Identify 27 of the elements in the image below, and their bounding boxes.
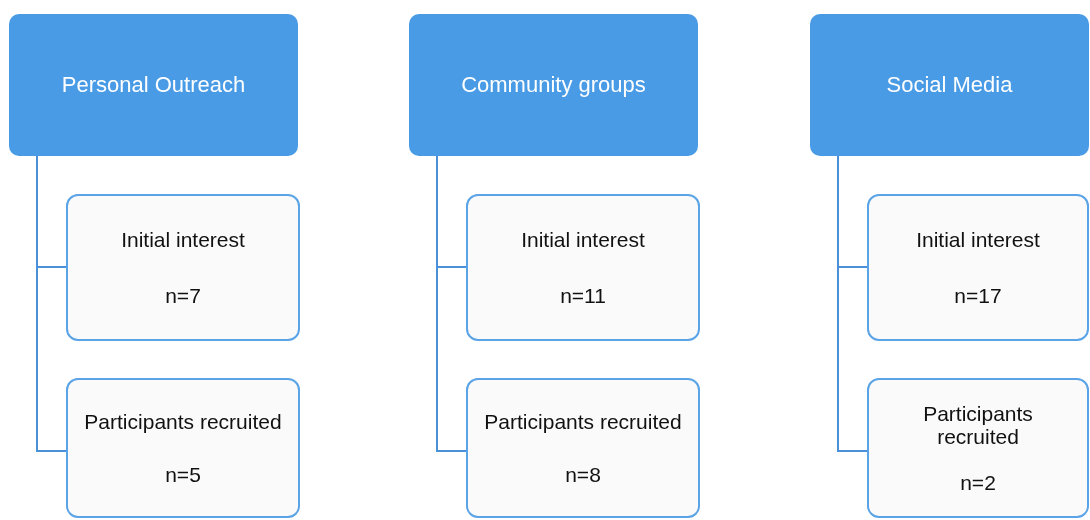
- category-title: Community groups: [461, 72, 646, 98]
- count-box: [66, 194, 300, 341]
- count-box: [66, 378, 300, 518]
- count-label: n=17: [954, 283, 1002, 307]
- connector-line: [837, 155, 868, 452]
- category-title: Social Media: [886, 72, 1013, 98]
- stage-label: Participants recruited: [84, 409, 282, 434]
- stage-label: Participants recruited: [922, 402, 1034, 449]
- category-box: [810, 14, 1089, 156]
- category-box: [9, 14, 298, 156]
- count-box: [867, 194, 1089, 341]
- stage-label: Initial interest: [916, 228, 1040, 252]
- stage-label: Initial interest: [521, 228, 645, 252]
- count-box: [867, 378, 1089, 518]
- stage-label: Participants recruited: [484, 409, 682, 434]
- category-title: Personal Outreach: [61, 72, 246, 98]
- count-label: n=5: [165, 462, 201, 487]
- count-label: n=2: [960, 470, 996, 494]
- count-box: [466, 194, 700, 341]
- stage-label: Initial interest: [121, 228, 245, 252]
- count-box: [466, 378, 700, 518]
- connector-line: [436, 155, 467, 452]
- category-box: [409, 14, 698, 156]
- connector-line: [36, 155, 67, 452]
- count-label: n=7: [165, 283, 201, 307]
- count-label: n=8: [565, 462, 601, 487]
- count-label: n=11: [560, 283, 606, 307]
